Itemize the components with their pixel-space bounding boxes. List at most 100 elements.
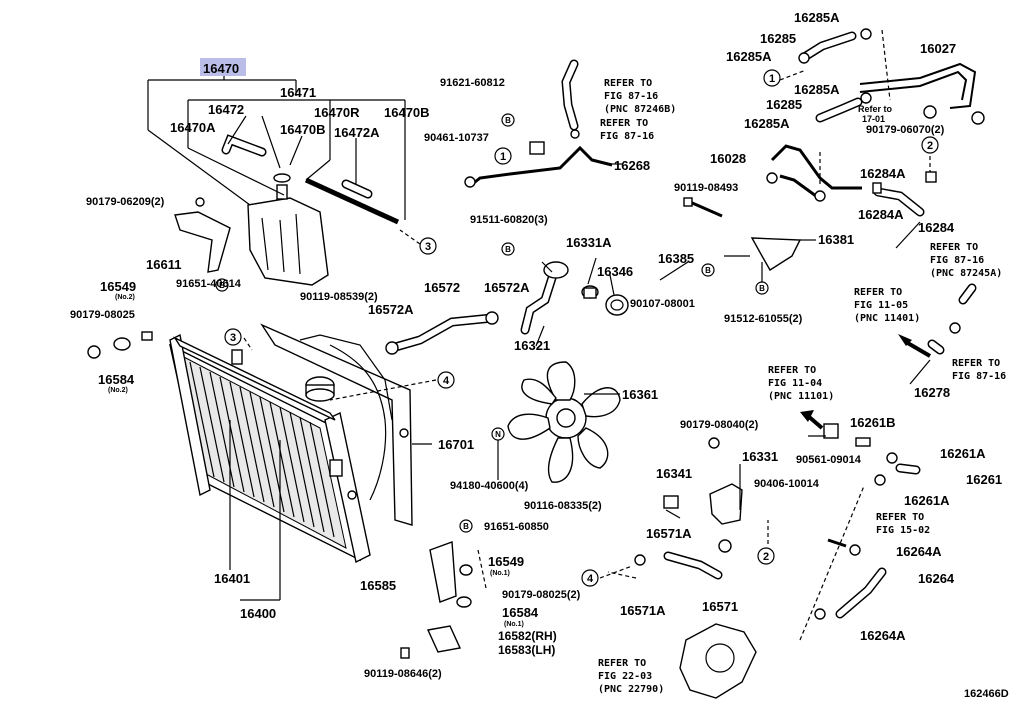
label-16470[interactable]: 16470: [203, 61, 239, 76]
reference-87-16-pnc-87245a[interactable]: REFER TO FIG 87-16 (PNC 87245A): [930, 242, 1002, 279]
label-16264[interactable]: 16264: [918, 571, 955, 586]
label-16549-left[interactable]: 16549: [100, 279, 136, 294]
label-16261B[interactable]: 16261B: [850, 415, 896, 430]
label-16549-bottom[interactable]: 16549: [488, 554, 524, 569]
label-16571[interactable]: 16571: [702, 599, 738, 614]
label-90179-08025-bottom[interactable]: 90179-08025(2): [502, 589, 581, 601]
label-16470B-top[interactable]: 16470B: [384, 105, 430, 120]
reference-11-04[interactable]: REFER TO FIG 11-04 (PNC 11101): [768, 365, 834, 402]
label-16584-bottom[interactable]: 16584: [502, 605, 539, 620]
label-16611[interactable]: 16611: [146, 257, 181, 272]
water-outlet-16321[interactable]: [520, 261, 569, 335]
radiator-assembly[interactable]: [168, 333, 371, 564]
lower-hose-16571[interactable]: [634, 539, 732, 580]
label-16572A-a[interactable]: 16572A: [484, 280, 530, 295]
label-16571A-b[interactable]: 16571A: [620, 603, 666, 618]
reference-15-02[interactable]: REFER TO FIG 15-02: [876, 512, 930, 536]
label-16284A-b[interactable]: 16284A: [858, 207, 904, 222]
label-90561-09014[interactable]: 90561-09014: [796, 454, 862, 466]
label-16585[interactable]: 16585: [360, 578, 396, 593]
label-16470B-mid[interactable]: 16470B: [280, 122, 326, 137]
label-16027[interactable]: 16027: [920, 41, 956, 56]
label-16261A-b[interactable]: 16261A: [904, 493, 950, 508]
water-inlet-16331[interactable]: [708, 437, 743, 525]
label-90406-10014[interactable]: 90406-10014: [754, 478, 820, 490]
label-16584-left[interactable]: 16584: [98, 372, 135, 387]
left-cushion-16584-no2[interactable]: [87, 331, 153, 359]
pipe-16268[interactable]: [464, 129, 613, 188]
label-90119-08646[interactable]: 90119-08646(2): [364, 668, 442, 680]
plug-16341[interactable]: [663, 495, 679, 509]
label-16285A-1[interactable]: 16285A: [794, 10, 840, 25]
label-16261[interactable]: 16261: [966, 472, 1002, 487]
label-16285A-4[interactable]: 16285A: [744, 116, 790, 131]
label-91511-60820[interactable]: 91511-60820(3): [470, 214, 548, 226]
label-16470R[interactable]: 16470R: [314, 105, 360, 120]
hose-16285-top[interactable]: [798, 28, 872, 64]
hose-16264[interactable]: [814, 544, 887, 620]
label-91651-40614[interactable]: 91651-40614: [176, 278, 242, 290]
upper-hose-16572[interactable]: [385, 311, 499, 355]
label-16701[interactable]: 16701: [438, 437, 474, 452]
label-91621-60812[interactable]: 91621-60812: [440, 77, 505, 89]
label-16361[interactable]: 16361: [622, 387, 658, 402]
hose-16278[interactable]: [927, 283, 977, 355]
reference-17-01[interactable]: Refer to 17-01: [858, 104, 893, 124]
clip-90461[interactable]: [529, 141, 545, 155]
label-90107-08001[interactable]: 90107-08001: [630, 298, 695, 310]
label-16284A-a[interactable]: 16284A: [860, 166, 906, 181]
heater-pipe-16027[interactable]: [859, 62, 985, 125]
label-16331[interactable]: 16331: [742, 449, 778, 464]
hose-16284[interactable]: [872, 171, 937, 217]
bracket-16611[interactable]: [174, 197, 231, 273]
cushion-16549[interactable]: [459, 564, 473, 576]
bracket-16381[interactable]: [750, 237, 802, 271]
support-16582[interactable]: [400, 625, 462, 659]
label-16341[interactable]: 16341: [656, 466, 692, 481]
gasket-16346[interactable]: [605, 294, 629, 316]
label-90179-08040[interactable]: 90179-08040(2): [680, 419, 759, 431]
label-90461-10737[interactable]: 90461-10737: [424, 132, 489, 144]
union-90561[interactable]: [823, 423, 871, 447]
reference-22-03[interactable]: REFER TO FIG 22-03 (PNC 22790): [598, 658, 664, 695]
label-90179-06070[interactable]: 90179-06070(2): [866, 124, 945, 136]
label-16264A-b[interactable]: 16264A: [860, 628, 906, 643]
thermostat-housing-22790[interactable]: [679, 623, 757, 699]
label-90179-06209[interactable]: 90179-06209(2): [86, 196, 165, 208]
label-90119-08493[interactable]: 90119-08493: [674, 182, 738, 194]
reservoir-hose-16472[interactable]: [221, 134, 267, 157]
label-16470A[interactable]: 16470A: [170, 120, 216, 135]
thermostat-16331A[interactable]: [581, 285, 599, 299]
hose-87246B[interactable]: [561, 59, 579, 131]
label-16321[interactable]: 16321: [514, 338, 550, 353]
label-90119-08539[interactable]: 90119-08539(2): [300, 291, 378, 303]
label-16331A[interactable]: 16331A: [566, 235, 612, 250]
label-16028[interactable]: 16028: [710, 151, 746, 166]
cooling-fan[interactable]: [507, 361, 621, 483]
label-16381[interactable]: 16381: [818, 232, 854, 247]
reservoir-tank[interactable]: [247, 173, 329, 286]
overflow-hose-16470B[interactable]: [304, 177, 400, 225]
reference-87-16-d[interactable]: REFER TO FIG 87-16: [952, 358, 1006, 382]
label-16285A-3[interactable]: 16285A: [794, 82, 840, 97]
label-16472A[interactable]: 16472A: [334, 125, 380, 140]
pipe-16028[interactable]: [766, 144, 862, 202]
label-16582[interactable]: 16582(RH): [498, 629, 557, 643]
label-16285-1[interactable]: 16285: [760, 31, 796, 46]
reference-11-05[interactable]: REFER TO FIG 11-05 (PNC 11401): [854, 287, 920, 324]
radiator-cap[interactable]: [305, 376, 335, 402]
label-16571A-a[interactable]: 16571A: [646, 526, 692, 541]
label-16285A-2[interactable]: 16285A: [726, 49, 772, 64]
label-16261A-a[interactable]: 16261A: [940, 446, 986, 461]
label-16385[interactable]: 16385: [658, 251, 694, 266]
label-16583[interactable]: 16583(LH): [498, 643, 555, 657]
cushion-16584[interactable]: [456, 596, 472, 608]
label-90179-08025-left[interactable]: 90179-08025: [70, 309, 135, 321]
label-91512-61055[interactable]: 91512-61055(2): [724, 313, 803, 325]
label-16264A-a[interactable]: 16264A: [896, 544, 942, 559]
radiator-bracket[interactable]: [231, 349, 343, 477]
reference-87-16-pnc-87246b[interactable]: REFER TO FIG 87-16 (PNC 87246B): [604, 78, 676, 115]
hose-16472A[interactable]: [341, 179, 373, 199]
fan-shroud[interactable]: [260, 323, 413, 526]
label-16346[interactable]: 16346: [597, 264, 633, 279]
